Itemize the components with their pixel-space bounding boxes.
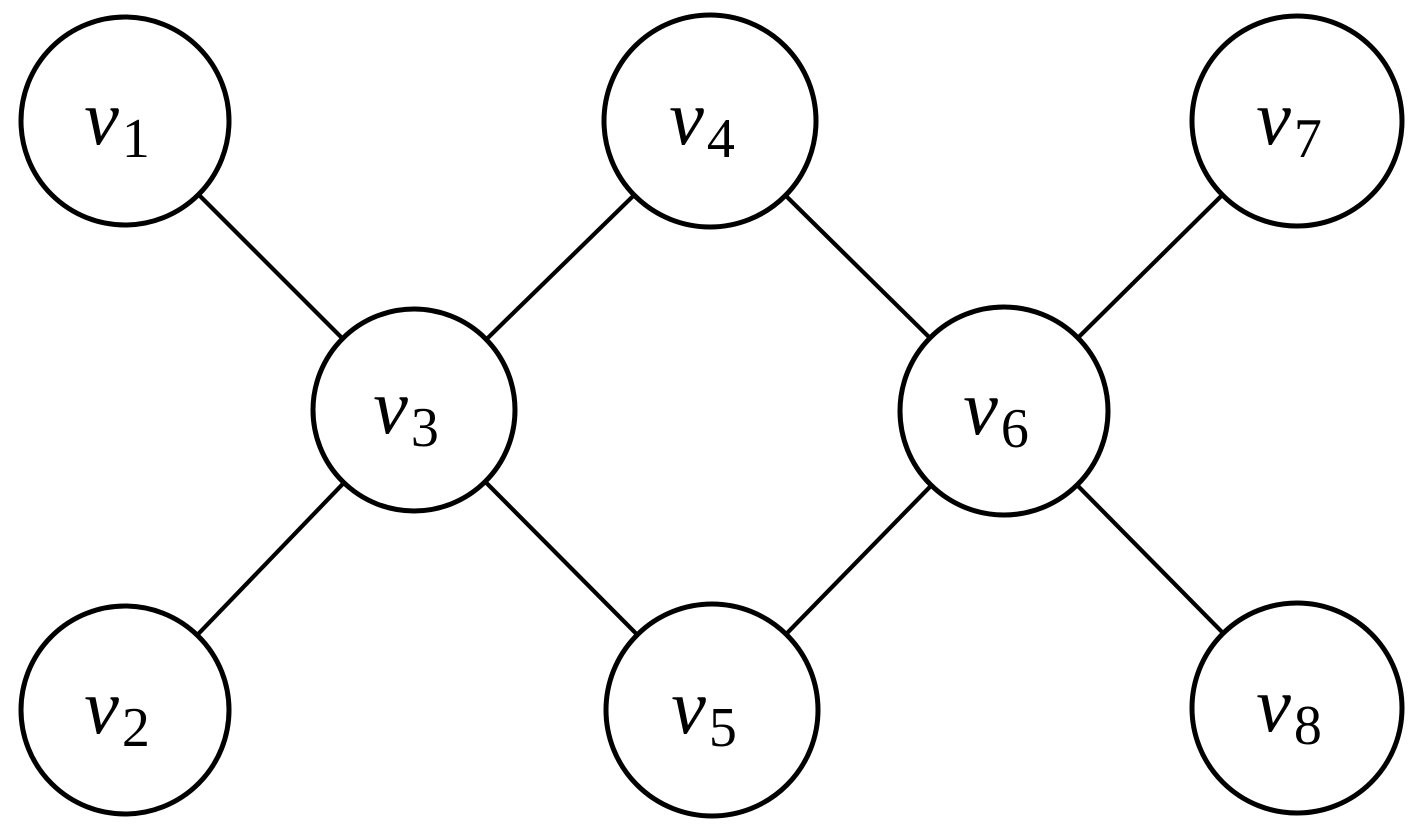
node-circle-v4[interactable] — [601, 12, 819, 230]
node-label-v5: v5 — [671, 663, 737, 760]
node-label-base-v8: v — [1256, 661, 1291, 748]
node-label-v6: v6 — [963, 364, 1029, 461]
node-label-base-v1: v — [84, 74, 119, 161]
node-label-subscript-v6: 6 — [1001, 398, 1029, 460]
node-circle-v3[interactable] — [310, 306, 518, 514]
graph-edge-v5-v6 — [782, 481, 935, 638]
graph-edge-v3-v4 — [482, 191, 638, 343]
graph-edge-v6-v8 — [1073, 481, 1227, 637]
graph-edge-v2-v3 — [193, 479, 348, 639]
node-label-v2: v2 — [84, 663, 150, 760]
graph-node-v8[interactable]: v8 — [1189, 600, 1405, 816]
node-label-subscript-v3: 3 — [411, 397, 439, 459]
node-label-subscript-v2: 2 — [122, 697, 150, 759]
node-label-subscript-v4: 4 — [707, 108, 735, 170]
node-circle-v8[interactable] — [1189, 600, 1405, 816]
node-label-subscript-v5: 5 — [709, 697, 737, 759]
node-label-v3: v3 — [373, 363, 439, 460]
node-label-v7: v7 — [1256, 74, 1322, 171]
edge-layer — [193, 191, 1227, 639]
node-label-v8: v8 — [1256, 661, 1322, 758]
node-label-v1: v1 — [84, 74, 150, 171]
node-label-base-v5: v — [671, 663, 706, 750]
node-label-subscript-v8: 8 — [1294, 695, 1322, 757]
node-label-base-v7: v — [1256, 74, 1291, 161]
node-label-base-v2: v — [84, 663, 119, 750]
graph-node-v4[interactable]: v4 — [601, 12, 819, 230]
node-circle-v1[interactable] — [18, 14, 232, 228]
graph-edge-v1-v3 — [195, 191, 347, 343]
graph-edge-v3-v5 — [481, 478, 641, 639]
node-label-subscript-v7: 7 — [1294, 108, 1322, 170]
node-label-subscript-v1: 1 — [122, 108, 150, 170]
graph-node-v5[interactable]: v5 — [603, 601, 821, 819]
graph-node-v2[interactable]: v2 — [18, 603, 232, 817]
node-circle-v7[interactable] — [1189, 13, 1405, 229]
graph-node-v1[interactable]: v1 — [18, 14, 232, 228]
node-circle-v2[interactable] — [18, 603, 232, 817]
node-circle-v6[interactable] — [897, 304, 1111, 518]
node-label-base-v6: v — [963, 364, 998, 451]
graph-node-v6[interactable]: v6 — [897, 304, 1111, 518]
graph-node-v3[interactable]: v3 — [310, 306, 518, 514]
node-label-base-v3: v — [373, 363, 408, 450]
node-circle-v5[interactable] — [603, 601, 821, 819]
graph-edge-v6-v7 — [1074, 191, 1226, 342]
node-label-base-v4: v — [669, 74, 704, 161]
node-label-v4: v4 — [669, 74, 735, 171]
graph-edge-v4-v6 — [781, 191, 934, 342]
graph-node-v7[interactable]: v7 — [1189, 13, 1405, 229]
